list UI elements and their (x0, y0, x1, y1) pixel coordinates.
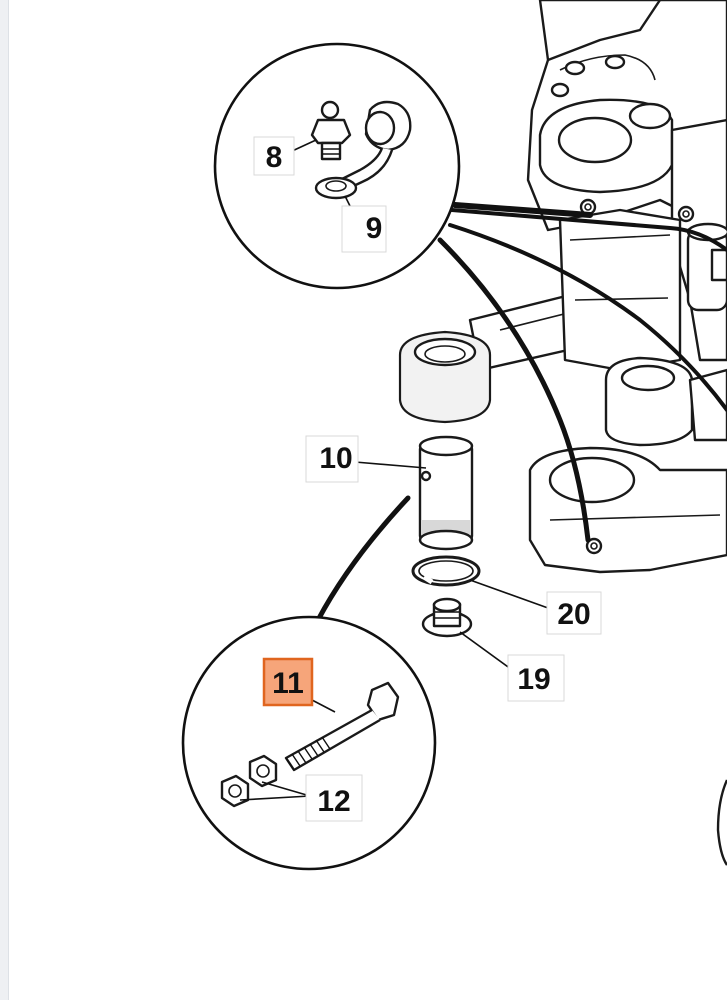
detail-connector-lines (315, 202, 727, 623)
callout-9[interactable]: 9 (341, 205, 387, 253)
callout-label-8: 8 (266, 141, 283, 174)
circlip-part-20 (411, 555, 481, 587)
callout-19[interactable]: 19 (507, 654, 565, 702)
callout-8[interactable]: 8 (253, 136, 295, 176)
callout-label-20: 20 (557, 598, 590, 631)
callout-label-10: 10 (319, 442, 352, 475)
grease-nipple-part-8 (310, 100, 352, 161)
plug-part-19 (421, 597, 473, 638)
callout-label-12: 12 (317, 785, 350, 818)
leader-lines (239, 139, 549, 801)
detail-circle-upper (213, 42, 461, 290)
machine-housing (468, 0, 727, 866)
callout-label-19: 19 (517, 663, 550, 696)
callout-10[interactable]: 10 (305, 435, 359, 483)
callout-label-11: 11 (272, 667, 304, 700)
left-panel-edge (0, 0, 9, 1000)
callout-20[interactable]: 20 (546, 591, 602, 635)
detail-circle-lower (181, 615, 437, 871)
bolt-threads (285, 736, 331, 771)
bolt-part-11 (284, 681, 400, 772)
callout-12[interactable]: 12 (305, 774, 363, 822)
callout-11-selected[interactable]: 11 (262, 657, 314, 707)
pin-part-10 (418, 435, 474, 551)
cap-strap-part-9 (314, 100, 412, 200)
callout-label-9: 9 (366, 212, 383, 245)
bushing-upper (398, 330, 492, 424)
